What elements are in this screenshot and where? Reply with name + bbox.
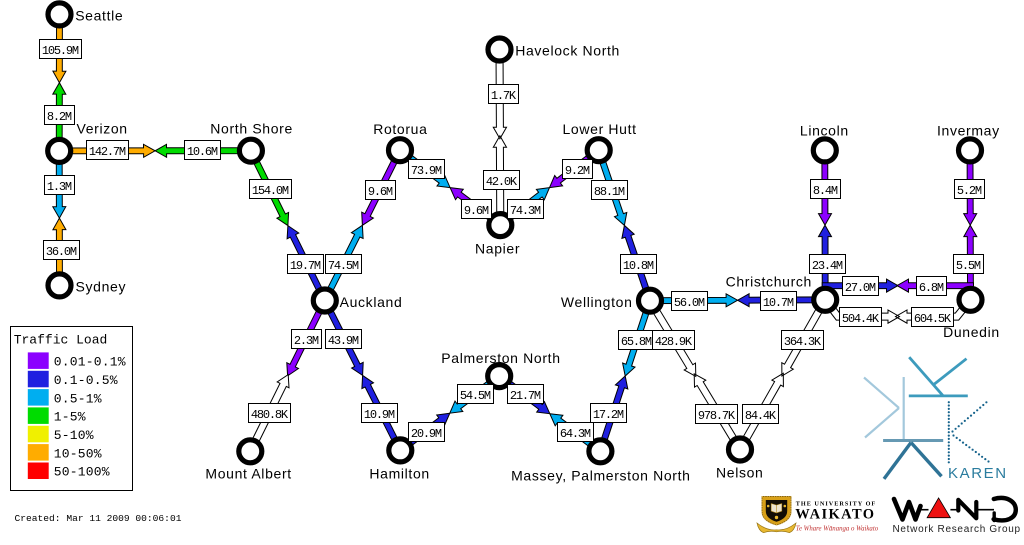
svg-text:9.6M: 9.6M (464, 204, 489, 218)
svg-text:54.5M: 54.5M (460, 389, 491, 403)
svg-text:Napier: Napier (475, 241, 520, 257)
svg-text:10.8M: 10.8M (623, 259, 654, 273)
svg-text:6.8M: 6.8M (919, 281, 944, 295)
svg-text:10.9M: 10.9M (364, 408, 395, 422)
svg-text:73.9M: 73.9M (411, 164, 442, 178)
svg-text:17.2M: 17.2M (593, 408, 624, 422)
svg-text:Auckland: Auckland (340, 294, 403, 310)
svg-text:5-10%: 5-10% (54, 428, 94, 443)
svg-text:0.01-0.1%: 0.01-0.1% (54, 355, 126, 370)
svg-text:5.5M: 5.5M (956, 259, 981, 273)
svg-text:65.8M: 65.8M (621, 335, 652, 349)
svg-text:Nelson: Nelson (716, 465, 763, 481)
svg-text:Lincoln: Lincoln (800, 123, 849, 139)
svg-text:Created: Mar 11 2009 00:06:01: Created: Mar 11 2009 00:06:01 (15, 513, 182, 524)
svg-text:WAIKATO: WAIKATO (795, 506, 875, 522)
svg-text:364.3K: 364.3K (784, 335, 822, 349)
svg-text:36.0M: 36.0M (46, 245, 77, 259)
svg-text:Christchurch: Christchurch (726, 274, 812, 290)
svg-text:105.9M: 105.9M (42, 44, 79, 58)
svg-text:Verizon: Verizon (77, 121, 128, 137)
svg-text:74.5M: 74.5M (328, 259, 359, 273)
svg-text:20.9M: 20.9M (411, 427, 442, 441)
svg-text:19.7M: 19.7M (290, 259, 321, 273)
svg-text:Traffic Load: Traffic Load (14, 333, 108, 348)
svg-text:142.7M: 142.7M (89, 145, 126, 159)
svg-text:THE UNIVERSITY OF: THE UNIVERSITY OF (796, 500, 876, 507)
svg-text:154.0M: 154.0M (252, 184, 289, 198)
svg-text:10-50%: 10-50% (54, 446, 102, 461)
svg-text:56.0M: 56.0M (674, 296, 705, 310)
svg-text:Dunedin: Dunedin (943, 324, 1000, 340)
svg-text:480.8K: 480.8K (251, 408, 289, 422)
svg-text:27.0M: 27.0M (845, 281, 876, 295)
svg-text:0.5-1%: 0.5-1% (54, 391, 102, 406)
svg-text:23.4M: 23.4M (812, 259, 843, 273)
svg-text:64.3M: 64.3M (560, 427, 591, 441)
svg-text:43.9M: 43.9M (328, 334, 359, 348)
svg-text:604.5K: 604.5K (914, 312, 952, 326)
svg-text:10.6M: 10.6M (187, 145, 218, 159)
svg-text:Sydney: Sydney (76, 279, 127, 295)
svg-text:Rotorua: Rotorua (373, 121, 427, 137)
svg-text:Massey, Palmerston North: Massey, Palmerston North (511, 468, 691, 484)
svg-text:9.6M: 9.6M (368, 185, 393, 199)
svg-text:0.1-0.5%: 0.1-0.5% (54, 373, 118, 388)
svg-text:978.7K: 978.7K (698, 409, 736, 423)
svg-text:1.3M: 1.3M (47, 180, 72, 194)
svg-text:Wellington: Wellington (561, 294, 633, 310)
svg-text:Invermay: Invermay (937, 123, 1000, 139)
svg-text:21.7M: 21.7M (510, 389, 541, 403)
svg-text:74.3M: 74.3M (510, 204, 541, 218)
svg-text:42.0K: 42.0K (486, 175, 518, 189)
svg-text:North Shore: North Shore (210, 121, 293, 137)
svg-text:88.1M: 88.1M (594, 185, 625, 199)
svg-text:KAREN: KAREN (948, 465, 1008, 482)
svg-text:8.2M: 8.2M (47, 110, 72, 124)
svg-text:1-5%: 1-5% (54, 410, 86, 425)
svg-text:Lower Hutt: Lower Hutt (563, 121, 637, 137)
svg-text:8.4M: 8.4M (813, 184, 838, 198)
svg-text:Te Whare Wānanga o Waikato: Te Whare Wānanga o Waikato (796, 525, 879, 532)
svg-text:5.2M: 5.2M (957, 184, 982, 198)
svg-text:Network Research Group: Network Research Group (893, 524, 1021, 535)
svg-text:Hamilton: Hamilton (369, 466, 429, 482)
svg-text:Havelock North: Havelock North (515, 43, 620, 59)
svg-text:428.9K: 428.9K (655, 335, 693, 349)
svg-text:1.7K: 1.7K (491, 89, 517, 103)
svg-text:Mount Albert: Mount Albert (205, 466, 291, 482)
svg-text:10.7M: 10.7M (763, 296, 794, 310)
svg-text:504.4K: 504.4K (842, 312, 880, 326)
svg-text:Seattle: Seattle (75, 8, 123, 24)
svg-text:2.3M: 2.3M (294, 334, 319, 348)
svg-text:84.4K: 84.4K (745, 409, 777, 423)
svg-text:9.2M: 9.2M (565, 164, 590, 178)
svg-text:Palmerston North: Palmerston North (441, 350, 560, 366)
svg-text:50-100%: 50-100% (54, 465, 110, 480)
